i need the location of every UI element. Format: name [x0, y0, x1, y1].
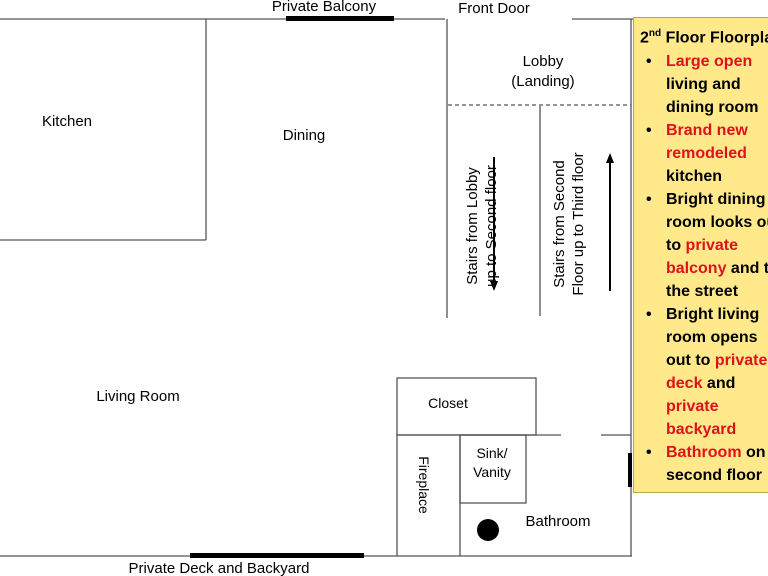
- feature-line: backyard: [666, 421, 737, 439]
- label-living-room: Living Room: [96, 388, 179, 405]
- feature-item: Large open living and dining room: [640, 50, 768, 119]
- drain-icon: [477, 519, 499, 541]
- label-private-deck: Private Deck and Backyard: [129, 560, 310, 576]
- feature-list: Large open living and dining roomBrand new…: [640, 50, 768, 487]
- label-stairs-second-2: Floor up to Third floor: [570, 152, 587, 295]
- feature-line: balcony and to: [666, 260, 768, 278]
- feature-item: Brand new remodeled kitchen: [640, 119, 768, 188]
- label-stairs-lobby-2: up to Second floor: [483, 165, 500, 287]
- feature-line: Bathroom on: [666, 444, 766, 462]
- feature-line: the street: [666, 283, 739, 301]
- label-dining: Dining: [283, 127, 326, 144]
- feature-line: room looks out: [666, 214, 768, 232]
- feature-line: Large open: [666, 53, 753, 71]
- feature-line: kitchen: [666, 168, 723, 186]
- label-lobby: Lobby: [523, 53, 564, 70]
- label-sink: Sink/: [476, 445, 507, 461]
- feature-line: Bright living: [666, 306, 760, 324]
- label-fireplace: Fireplace: [416, 456, 432, 514]
- feature-item: Bathroom on second floor: [640, 441, 768, 487]
- feature-line: second floor: [666, 467, 763, 485]
- stairs-up-arrow: [606, 153, 614, 291]
- title-sup: nd: [648, 28, 662, 39]
- label-private-balcony: Private Balcony: [272, 0, 377, 15]
- label-closet: Closet: [428, 395, 468, 411]
- features-panel: 2nd Floor Floorplan Large open living and…: [633, 17, 768, 493]
- feature-item: Bright dining room looks out to private bal…: [640, 188, 768, 303]
- feature-line: living and: [666, 76, 741, 94]
- feature-item: Bright living room opens out to private dec…: [640, 303, 768, 441]
- feature-line: to private: [666, 237, 739, 255]
- label-stairs-lobby-1: Stairs from Lobby: [464, 167, 481, 285]
- label-front-door: Front Door: [458, 0, 530, 17]
- feature-line: deck and: [666, 375, 736, 393]
- label-lobby-landing: (Landing): [511, 73, 574, 90]
- deck-opening: [190, 553, 364, 558]
- balcony-opening: [286, 16, 394, 21]
- panel-title: 2nd Floor Floorplan: [640, 24, 768, 48]
- feature-line: remodeled: [666, 145, 747, 163]
- feature-line: Brand new: [666, 122, 748, 140]
- walls: [0, 18, 633, 557]
- label-stairs-second-1: Stairs from Second: [551, 160, 568, 288]
- feature-line: Bright dining: [666, 191, 766, 209]
- label-bathroom: Bathroom: [525, 513, 590, 530]
- feature-line: room opens: [666, 329, 758, 347]
- label-vanity: Vanity: [473, 464, 511, 480]
- bathroom-window: [628, 453, 632, 487]
- feature-line: dining room: [666, 99, 759, 117]
- title-rest: Floor Floorplan: [665, 29, 768, 47]
- label-kitchen: Kitchen: [42, 113, 92, 130]
- feature-line: private: [666, 398, 719, 416]
- title-prefix: 2: [640, 29, 649, 47]
- feature-line: out to private: [666, 352, 768, 370]
- stairs-down-arrow: [490, 157, 498, 291]
